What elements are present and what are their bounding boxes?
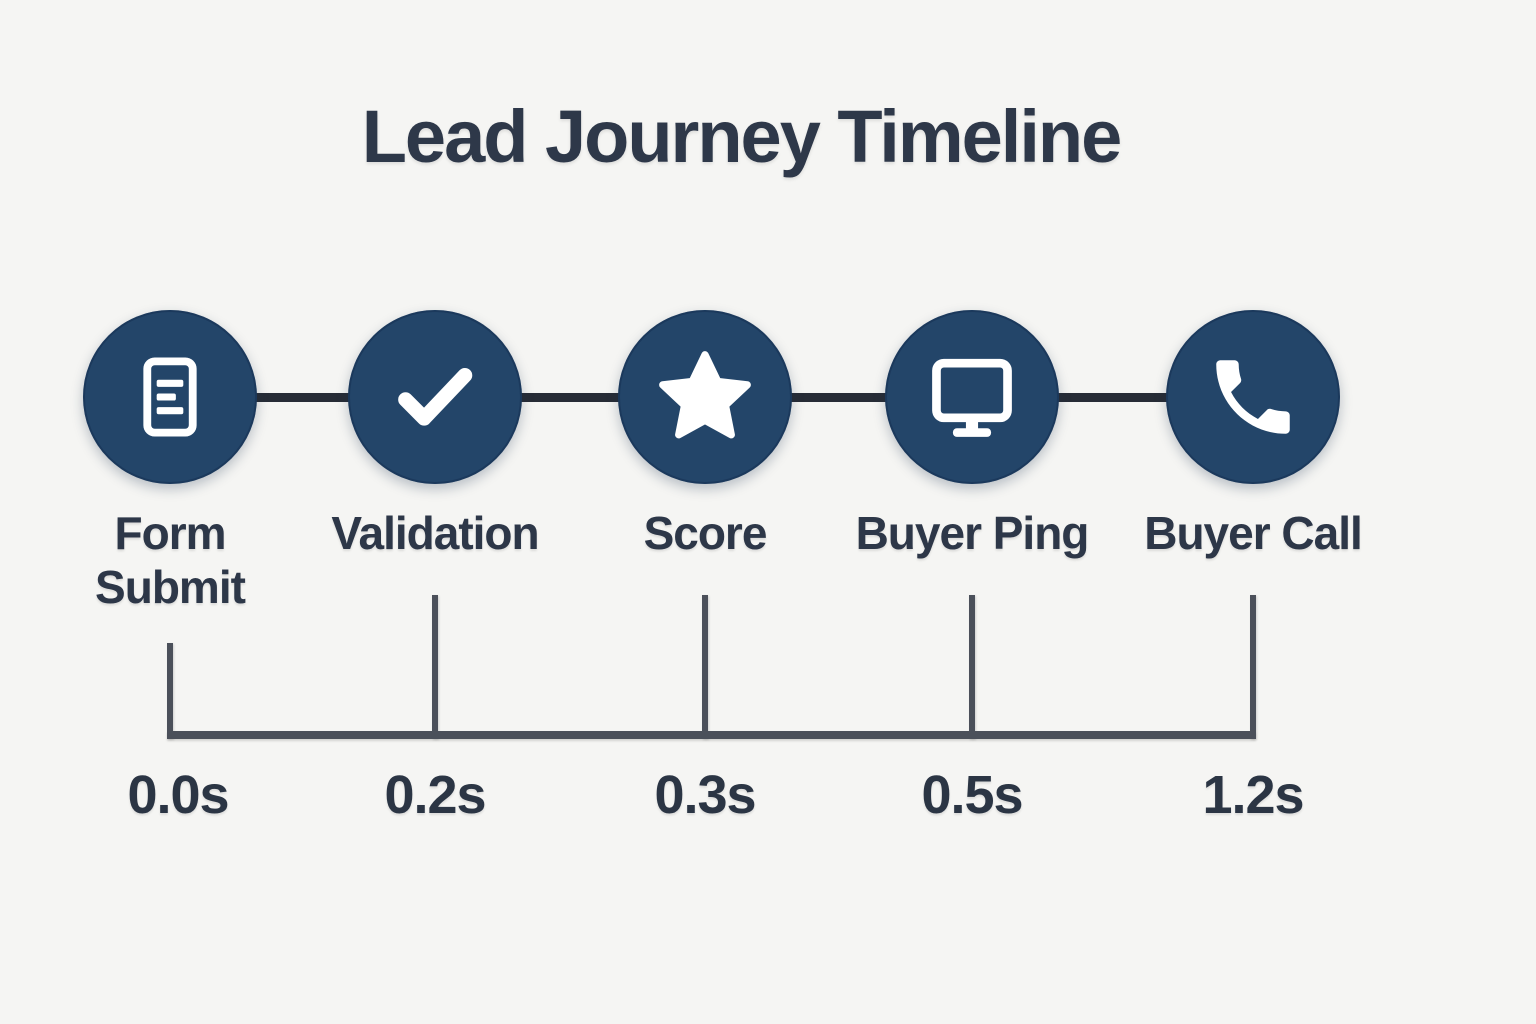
time-label-0-3s: 0.3s <box>654 765 756 825</box>
time-label-0-5s: 0.5s <box>921 765 1023 825</box>
step-node-form-submit <box>83 310 257 484</box>
page-title: Lead Journey Timeline <box>361 95 1123 178</box>
step-node-score <box>618 310 792 484</box>
step-label-score: Score <box>643 507 768 559</box>
step-node-buyer-call <box>1166 310 1340 484</box>
timeline-axis <box>167 731 1256 739</box>
step-label-form-submit: Form Submit <box>95 507 246 613</box>
time-label-0-0s: 0.0s <box>127 765 229 825</box>
tick-mark <box>702 595 708 739</box>
step-node-validation <box>348 310 522 484</box>
tick-mark <box>432 595 438 739</box>
phone-icon <box>1216 360 1290 434</box>
document-icon <box>143 357 197 437</box>
tick-mark <box>167 643 173 739</box>
check-icon <box>398 367 473 426</box>
step-label-buyer-call: Buyer Call <box>1144 507 1363 559</box>
star-icon <box>659 351 751 439</box>
step-label-validation: Validation <box>331 507 539 559</box>
monitor-icon <box>932 358 1012 437</box>
time-label-0-2s: 0.2s <box>384 765 486 825</box>
tick-mark <box>1250 595 1256 739</box>
step-label-buyer-ping: Buyer Ping <box>855 507 1090 559</box>
time-label-1-2s: 1.2s <box>1202 765 1304 825</box>
tick-mark <box>969 595 975 739</box>
step-node-buyer-ping <box>885 310 1059 484</box>
